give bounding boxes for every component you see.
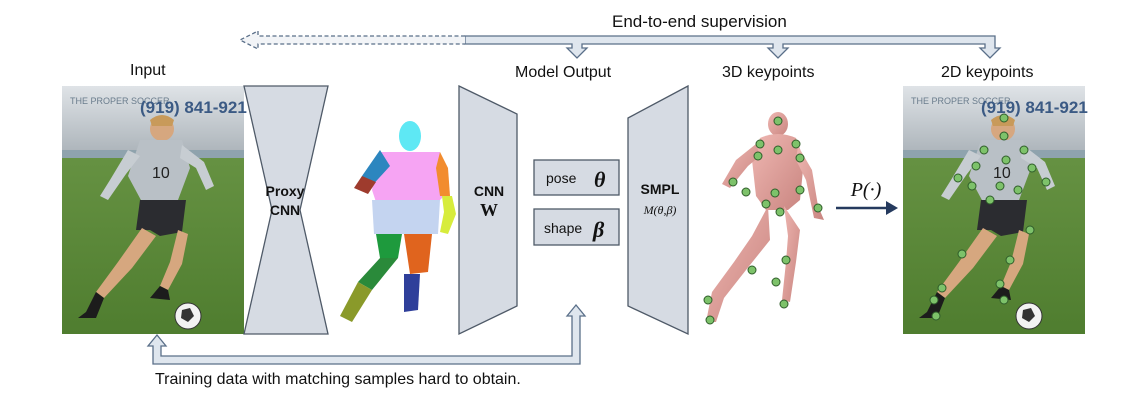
proxy-cnn-block: Proxy CNN [243,85,329,335]
proxy-cnn-label-line1: Proxy [266,183,305,199]
end-to-end-supervision-arrow [238,29,1002,59]
projection-arrow: P(·) [836,179,898,215]
proxy-cnn-label-line2: CNN [270,202,300,218]
cnn-weight-symbol: W [480,200,498,220]
jersey-number: 10 [152,165,170,182]
cnn-label: CNN [474,183,504,199]
column-label-input: Input [130,62,166,79]
soccer-player-2: 10 [919,115,1055,330]
shape-label: shape [544,220,582,236]
soccer-player: 10 [78,115,214,330]
input-image: THE PROPER SOCCER (919) 841-921 10 [62,86,247,334]
pose-label: pose [546,170,577,186]
training-note: Training data with matching samples hard… [155,371,521,388]
keypoints-2d [929,113,1051,321]
sign-text: (919) 841-921 [140,98,247,117]
column-label-2d-keypoints: 2D keypoints [941,64,1034,81]
jersey-number-2: 10 [993,165,1011,182]
projection-label: P(·) [850,179,882,201]
smpl-block: SMPL M(θ,β) [627,84,689,336]
smpl-label: SMPL [641,181,680,197]
output-image-2d-keypoints: THE PROPER SOCCER (919) 841-921 10 [903,86,1088,334]
column-label-3d-keypoints: 3D keypoints [722,64,815,81]
supervision-label: End-to-end supervision [612,12,787,31]
shape-beta-symbol: β [592,217,605,242]
smpl-mesh-3d [706,112,824,322]
training-data-arrow [146,303,587,365]
pose-theta-symbol: θ [594,167,606,192]
pose-box: pose θ [533,159,620,196]
cnn-w-block: CNN W [458,84,518,336]
sign-text-2: (919) 841-921 [981,98,1088,117]
column-label-model-output: Model Output [515,64,612,81]
smpl-formula: M(θ,β) [643,203,677,217]
body-part-segmentation [340,121,456,322]
keypoints-3d [703,116,823,325]
sign-text-top-2: THE PROPER SOCCER [911,96,1011,106]
shape-box: shape β [533,208,620,246]
sign-text-top: THE PROPER SOCCER [70,96,170,106]
